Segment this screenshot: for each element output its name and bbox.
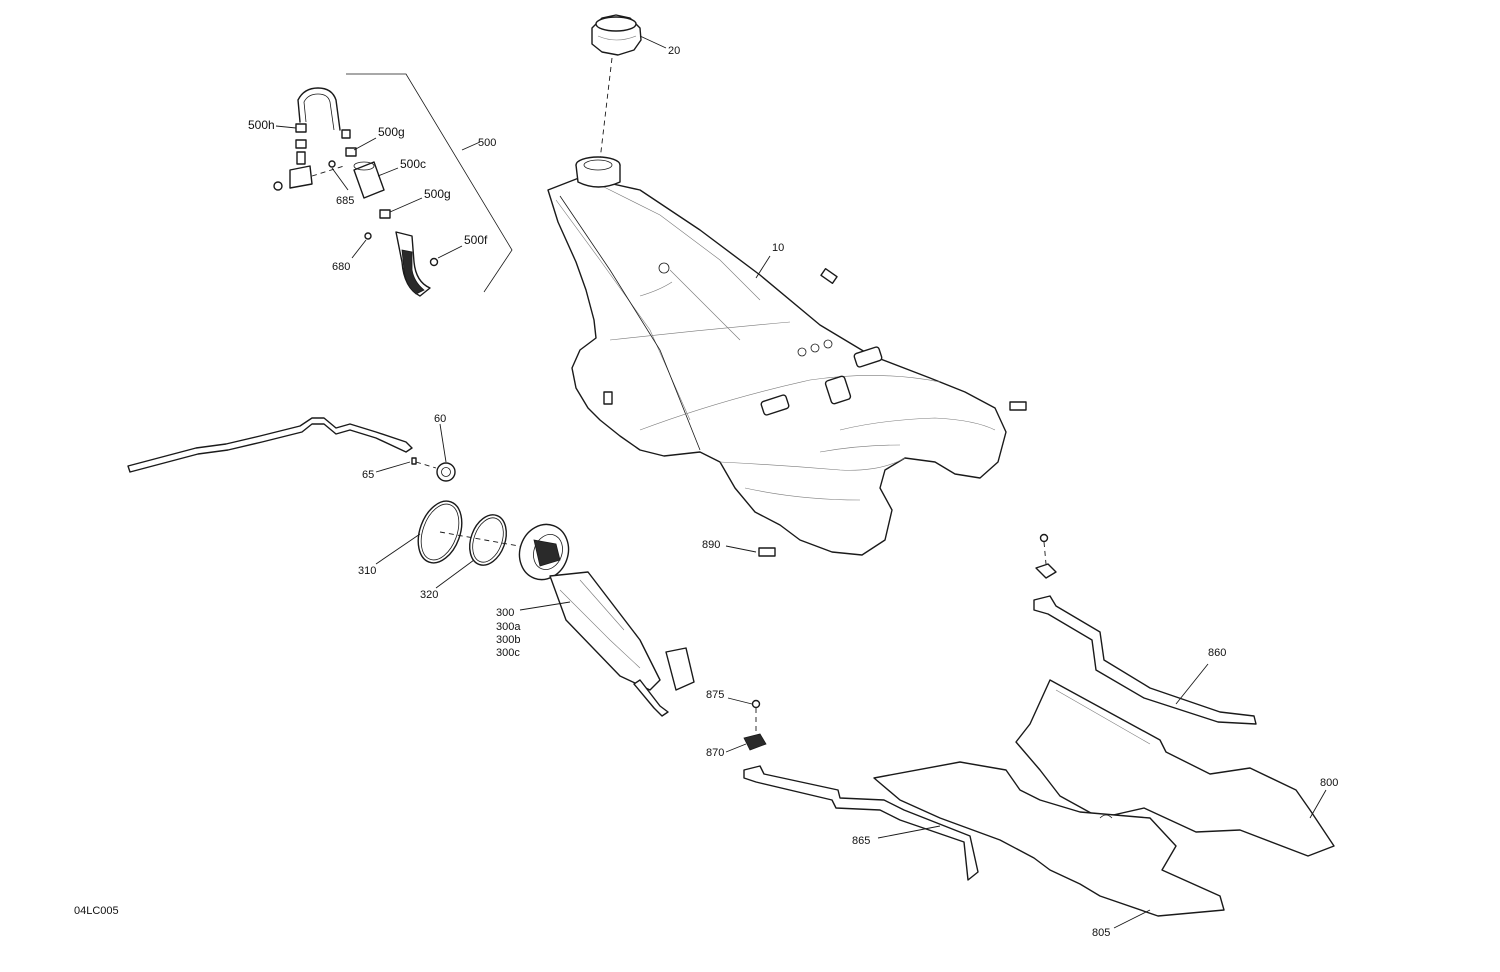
callout-65: 65 (362, 469, 374, 481)
callout-310: 310 (358, 565, 376, 577)
fuel-tank (547, 156, 1007, 556)
leader-805 (1113, 909, 1151, 929)
fuel-cap (591, 14, 642, 56)
seal-ring (469, 514, 507, 566)
leader-890 (725, 545, 757, 553)
clip-870 (743, 699, 767, 751)
leader-20 (639, 35, 667, 49)
callout-500h: 500h (248, 118, 275, 132)
leader-500g-top (353, 137, 377, 151)
leader-500g-bottom (389, 197, 423, 213)
leader-680 (351, 239, 367, 259)
callout-60: 60 (434, 413, 446, 425)
callout-20: 20 (668, 45, 680, 57)
fuel-pump-module (518, 523, 695, 717)
callout-865: 865 (852, 835, 870, 847)
callout-300b: 300b (496, 634, 520, 646)
group-bracket-500 (346, 73, 513, 293)
leader-860 (1175, 663, 1209, 705)
grommet-upper (1035, 533, 1057, 579)
callout-860: 860 (1208, 647, 1226, 659)
leader-865 (877, 825, 941, 839)
ring-axis-line (439, 531, 531, 549)
leader-500f (437, 245, 463, 259)
fuel-filter-assembly (273, 87, 439, 297)
leader-320 (435, 559, 475, 589)
leader-310 (375, 533, 421, 565)
bracket-865 (743, 765, 979, 881)
heat-shield-800 (1015, 679, 1335, 857)
drawing-code: 04LC005 (74, 905, 119, 917)
filter-axis-line (311, 165, 345, 177)
bracket-860 (1033, 595, 1257, 725)
cap-axis-line (599, 57, 613, 161)
callout-500: 500 (478, 137, 496, 149)
callout-300a: 300a (496, 621, 521, 633)
leader-875 (727, 697, 753, 705)
leader-500h (275, 125, 297, 129)
callout-890: 890 (702, 539, 720, 551)
leader-500c (377, 167, 399, 177)
leader-500 (461, 141, 481, 151)
callout-870: 870 (706, 747, 724, 759)
leader-65 (375, 461, 411, 473)
leader-685 (331, 167, 349, 191)
callout-300: 300 (496, 607, 514, 619)
callout-500f: 500f (464, 233, 488, 247)
leader-10 (755, 255, 771, 279)
callout-500g-bottom: 500g (424, 187, 451, 201)
leader-300 (519, 601, 571, 611)
callout-800: 800 (1320, 777, 1338, 789)
leader-60 (439, 423, 447, 463)
callout-500g-top: 500g (378, 125, 405, 139)
callout-680: 680 (332, 261, 350, 273)
callout-875: 875 (706, 689, 724, 701)
vent-fitting (411, 457, 456, 482)
leader-800 (1309, 789, 1327, 819)
callout-10: 10 (772, 242, 784, 254)
leader-870 (725, 743, 747, 753)
callout-500c: 500c (400, 157, 426, 171)
callout-320: 320 (420, 589, 438, 601)
tank-pads (758, 268, 1027, 557)
vent-hose (127, 417, 413, 473)
callout-685: 685 (336, 195, 354, 207)
heat-shield-805 (873, 761, 1225, 917)
callout-300c: 300c (496, 647, 520, 659)
callout-805: 805 (1092, 927, 1110, 939)
